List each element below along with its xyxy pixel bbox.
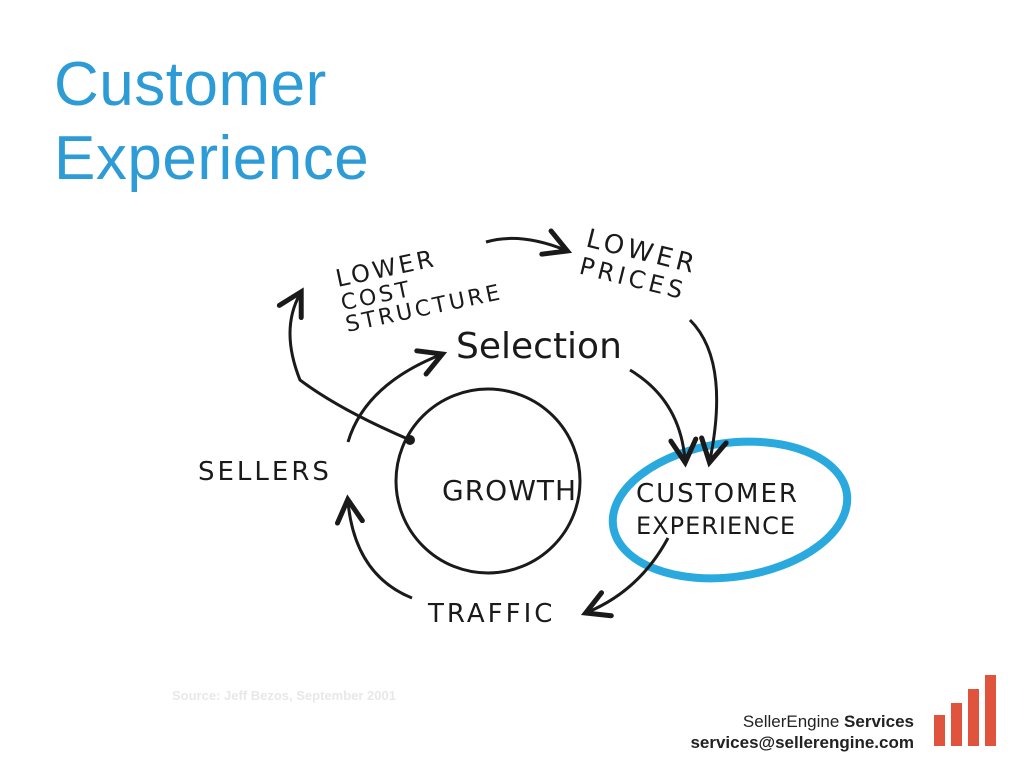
slide-title-line-1: Customer [54, 50, 327, 119]
sellers-label: SELLERS [198, 457, 332, 487]
source-citation: Source: Jeff Bezos, September 2001 [172, 688, 396, 703]
junction-dot [405, 435, 415, 445]
arrow-cost-to-prices [485, 238, 565, 250]
arrow-customer-to-traffic [588, 537, 670, 612]
flywheel-svg: LOWER COST STRUCTURE LOWER PRICES Select… [198, 224, 852, 629]
customer-line: CUSTOMER [636, 479, 799, 509]
brand-name: SellerEngine [742, 712, 840, 731]
lower-prices-label: LOWER PRICES [577, 224, 702, 306]
traffic-label: TRAFFIC [427, 599, 555, 629]
highlight-ellipse [608, 437, 852, 583]
growth-circle [394, 387, 582, 575]
arrow-traffic-to-sellers [348, 502, 413, 600]
brand-block: SellerEngine Services services@sellereng… [690, 711, 914, 753]
arrow-sellers-to-selection [346, 355, 440, 443]
selection-label: Selection [456, 326, 622, 367]
brand-services: Services [844, 712, 914, 731]
arrow-growth-to-cost [290, 294, 411, 442]
slide-title: Customer Experience [54, 48, 369, 196]
sellerengine-logo-icon [934, 675, 996, 746]
lower-cost-structure-label: LOWER COST STRUCTURE [333, 244, 505, 338]
flywheel-diagram: LOWER COST STRUCTURE LOWER PRICES Select… [190, 220, 870, 650]
experience-line: EXPERIENCE [636, 512, 796, 540]
slide-title-line-2: Experience [54, 124, 370, 193]
contact-email: services@sellerengine.com [690, 733, 914, 752]
growth-label: GROWTH [442, 474, 577, 507]
arrow-prices-to-customer [688, 318, 717, 460]
arrow-selection-to-customer [629, 368, 685, 460]
customer-experience-label: CUSTOMER EXPERIENCE [636, 479, 799, 540]
